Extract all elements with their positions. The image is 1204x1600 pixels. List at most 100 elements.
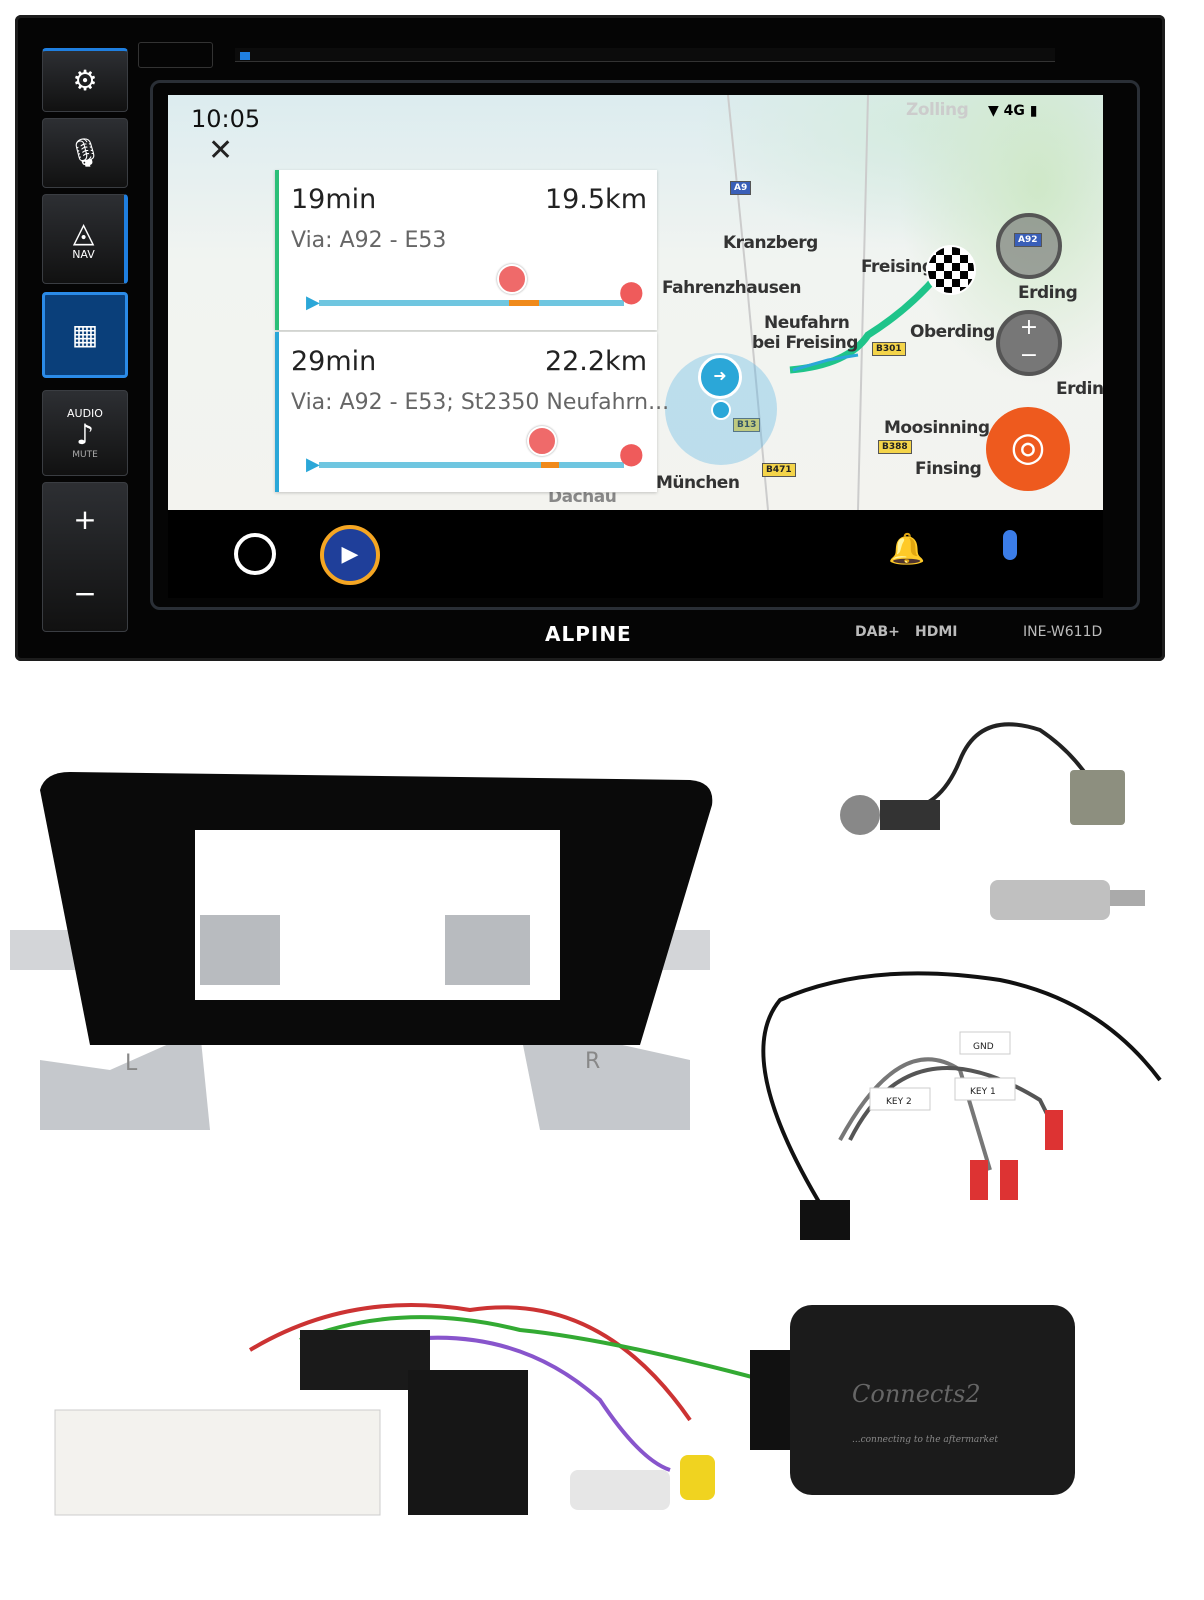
key1-label: KEY 1 xyxy=(970,1087,996,1097)
map-label: Freising xyxy=(861,257,934,277)
map-label: Erding xyxy=(1018,283,1078,303)
right-bracket xyxy=(520,1030,690,1130)
harness-wire xyxy=(848,1066,1052,1141)
map-label: Oberding xyxy=(910,322,995,342)
mount-clip xyxy=(445,915,530,985)
gnd-label: GND xyxy=(973,1042,994,1052)
plus-icon[interactable]: + xyxy=(73,503,97,536)
model-label: INE-W611D xyxy=(1023,624,1103,640)
destination-pin-icon: ⬤ xyxy=(619,280,644,305)
close-icon[interactable]: ✕ xyxy=(208,133,234,168)
road-shield: B13 xyxy=(733,418,761,432)
fascia-label-l: L xyxy=(125,1051,138,1076)
connects2-logo: Connects2 xyxy=(852,1380,981,1408)
wire-tag xyxy=(869,1087,931,1111)
route-via: Via: A92 - E53; St2350 Neufahrn... xyxy=(291,390,670,415)
network-label: 4G xyxy=(1003,103,1025,119)
map-label: Erdin xyxy=(1056,379,1103,399)
route-option-1[interactable]: 19min 19.5km Via: A92 - E53 ▶ ⬤ xyxy=(275,170,657,330)
signal-indicator: ▼ 4G ▮ xyxy=(988,103,1037,119)
route-progress-bar xyxy=(319,462,624,468)
waze-report-button[interactable]: ◎ xyxy=(986,407,1070,491)
microphone-icon: 🎙 xyxy=(67,136,103,169)
harness-connector xyxy=(800,1200,850,1240)
bell-icon[interactable]: 🔔 xyxy=(888,532,926,567)
cd-slot xyxy=(235,48,1055,62)
traffic-jam-icon xyxy=(527,426,557,456)
wire-tag xyxy=(954,1077,1016,1101)
route-duration: 19min xyxy=(291,184,377,215)
hdmi-badge: HDMI xyxy=(915,624,958,640)
waze-icon[interactable]: ▶ xyxy=(320,525,380,585)
connects2-tagline: ...connecting to the aftermarket xyxy=(852,1435,998,1445)
harness-wire xyxy=(838,1057,992,1171)
alt-route[interactable] xyxy=(792,353,859,372)
route-distance: 19.5km xyxy=(544,184,647,215)
rca-connector xyxy=(680,1455,715,1500)
map-label: Finsing xyxy=(915,459,982,479)
traffic-segment xyxy=(509,300,539,306)
assistant-mic-icon[interactable] xyxy=(1003,530,1017,560)
map-label: Moosinning xyxy=(884,418,990,438)
route-via: Via: A92 - E53 xyxy=(291,228,447,253)
left-bracket xyxy=(40,1030,210,1130)
settings-volume-button[interactable]: ⚙ xyxy=(42,48,128,112)
zoom-control[interactable]: +− xyxy=(996,310,1062,376)
iso-connector xyxy=(408,1370,528,1515)
map-label: Neufahrn xyxy=(764,313,850,333)
road-shield: B388 xyxy=(878,440,912,454)
android-auto-screen: 10:05 ▼ 4G ▮ ✕ Zolling Kranzberg Freisin… xyxy=(168,95,1103,510)
map-label: bei Freising xyxy=(752,333,858,353)
interface-box xyxy=(790,1305,1075,1495)
key2-label: KEY 2 xyxy=(886,1097,912,1107)
harness-wire xyxy=(248,1303,692,1422)
volume-rocker[interactable]: +− xyxy=(42,482,128,632)
map-road xyxy=(727,95,769,510)
start-icon: ▶ xyxy=(306,454,320,475)
battery-icon: ▮ xyxy=(1024,103,1038,119)
route-distance: 22.2km xyxy=(544,346,647,377)
start-icon: ▶ xyxy=(306,292,320,313)
recenter-icon[interactable]: ➜ xyxy=(698,355,742,399)
bullet-connector xyxy=(970,1160,988,1200)
navigation-icon: ◬ xyxy=(72,215,95,249)
road-shield: A9 xyxy=(730,181,752,195)
antenna-adapter xyxy=(840,722,1145,920)
primary-route[interactable] xyxy=(789,269,956,374)
music-note-icon: ♪ xyxy=(76,417,94,451)
nav-button[interactable]: ◬NAV xyxy=(42,194,128,284)
road-shield: B301 xyxy=(872,342,906,356)
audio-label: AUDIO xyxy=(67,406,103,420)
antenna-cable xyxy=(899,722,1092,812)
map-label: Kranzberg xyxy=(723,233,818,253)
minus-icon[interactable]: − xyxy=(73,577,97,610)
mount-clip xyxy=(200,915,280,985)
apps-button[interactable]: ▦ xyxy=(42,292,128,378)
eject-button[interactable] xyxy=(138,42,213,68)
route-duration: 29min xyxy=(291,346,377,377)
mute-label: MUTE xyxy=(72,449,98,460)
adapter-pin xyxy=(1110,890,1145,906)
steering-harness xyxy=(761,971,1162,1240)
fascia-label-r: R xyxy=(585,1049,600,1074)
route-progress-bar xyxy=(319,300,624,306)
traffic-segment xyxy=(541,462,559,468)
fascia-panel xyxy=(10,772,713,1130)
din-socket xyxy=(840,795,880,835)
wifi-icon: ▼ xyxy=(988,103,999,119)
apps-grid-icon: ▦ xyxy=(71,318,99,351)
traffic-jam-icon xyxy=(497,264,527,294)
route-option-2[interactable]: 29min 22.2km Via: A92 - E53; St2350 Neuf… xyxy=(275,332,669,492)
voice-button[interactable]: 🎙 xyxy=(42,118,128,188)
clock: 10:05 xyxy=(191,105,261,133)
road-shield: A92 xyxy=(1014,233,1042,247)
map-label: Zolling xyxy=(906,100,969,120)
dab-badge: DAB+ xyxy=(855,624,900,640)
compass-button[interactable] xyxy=(996,213,1062,279)
home-icon[interactable] xyxy=(234,533,276,575)
destination-flag-icon xyxy=(926,245,976,295)
brand-logo: ALPINE xyxy=(545,622,632,646)
map-road xyxy=(857,95,869,510)
audio-button[interactable]: AUDIO♪MUTE xyxy=(42,390,128,476)
bullet-connector xyxy=(1045,1110,1063,1150)
